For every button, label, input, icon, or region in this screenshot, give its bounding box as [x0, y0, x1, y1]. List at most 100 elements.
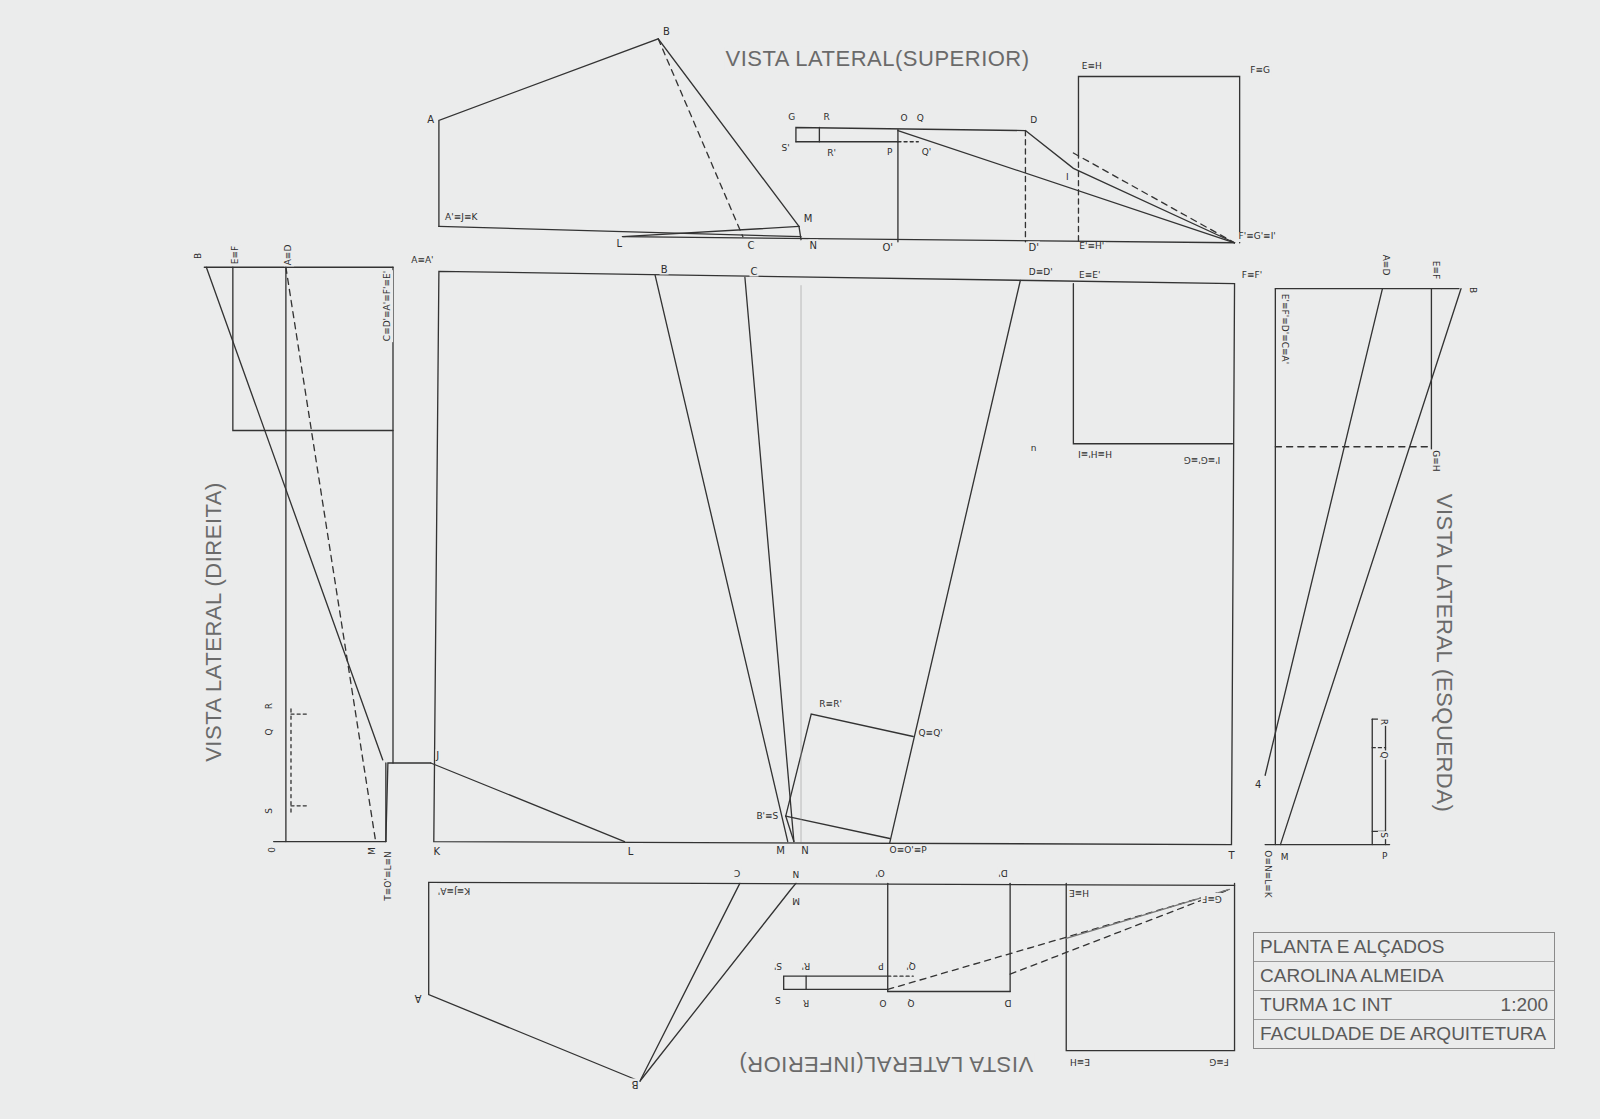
- point-label: A≡A': [410, 256, 434, 266]
- point-label: N: [809, 239, 818, 250]
- point-label: P: [877, 960, 884, 970]
- point-label: A'≡J≡K: [444, 213, 478, 223]
- point-label: B: [1467, 286, 1477, 294]
- point-label: M: [775, 845, 786, 856]
- point-label: D≡D': [1028, 269, 1054, 279]
- title-text: 1:200: [1501, 992, 1549, 1018]
- point-label: I: [1065, 173, 1070, 183]
- point-label: O≡N≡L≡K: [1262, 850, 1272, 899]
- point-label: A≡D: [284, 244, 294, 267]
- point-label: M: [803, 213, 814, 224]
- point-label: S: [265, 807, 275, 815]
- title-row: PLANTA E ALÇADOS: [1254, 933, 1554, 962]
- point-label: C: [750, 266, 759, 277]
- point-label: E'≡H': [1078, 242, 1105, 252]
- point-label: K≡J≡A': [437, 885, 471, 895]
- point-label: O: [878, 997, 887, 1007]
- title-row: FACULDADE DE ARQUITETURA: [1254, 1020, 1554, 1048]
- point-label: F'≡G'≡I': [1237, 232, 1276, 242]
- point-label: E≡H: [1069, 1056, 1091, 1066]
- point-label: Q: [1378, 751, 1388, 760]
- point-label: R: [802, 997, 810, 1007]
- point-label: O': [874, 867, 886, 877]
- point-label: K: [432, 846, 441, 857]
- point-label: S': [781, 144, 791, 154]
- point-label: F≡G: [1249, 66, 1271, 76]
- point-label: E≡E': [1078, 271, 1101, 281]
- point-label: T: [1228, 850, 1236, 861]
- point-label: 0: [269, 846, 279, 854]
- title-text: TURMA 1C INT: [1260, 992, 1392, 1018]
- point-label: H≡H'≡I: [1077, 448, 1113, 458]
- point-label: E≡F: [231, 245, 241, 265]
- point-label: A: [414, 992, 423, 1003]
- point-label: C: [747, 239, 756, 250]
- point-label: I'≡G'≡G: [1183, 454, 1222, 464]
- point-label: N: [792, 869, 801, 879]
- point-label: A: [426, 114, 435, 125]
- point-label: R: [822, 113, 830, 123]
- point-label: B: [630, 1078, 639, 1089]
- point-label: Q: [907, 997, 916, 1007]
- point-label: D: [1004, 997, 1013, 1007]
- view-title: VISTA LATERAL(INFERIOR): [738, 1052, 1034, 1076]
- point-label: N: [800, 845, 809, 856]
- point-label: G: [787, 113, 796, 123]
- title-text: CAROLINA ALMEIDA: [1260, 963, 1444, 989]
- point-label: C: [733, 867, 741, 877]
- view-title: VISTA LATERAL (ESQUERDA): [1432, 493, 1456, 813]
- point-label: M: [1280, 853, 1290, 863]
- point-label: E'≡F'≡D'≡C≡A': [1279, 292, 1289, 364]
- point-label: R≡R': [818, 700, 843, 710]
- point-label: E≡H: [1081, 62, 1103, 72]
- point-label: J: [435, 750, 440, 761]
- point-label: S': [772, 960, 782, 970]
- view-title: VISTA LATERAL(SUPERIOR): [725, 47, 1031, 71]
- point-label: G≡F: [1201, 893, 1223, 903]
- point-label: Q': [921, 148, 933, 158]
- point-label: B: [660, 264, 669, 275]
- point-label: P: [886, 148, 893, 158]
- point-label: R': [801, 960, 812, 970]
- point-label: Q: [265, 727, 275, 736]
- point-label: R: [265, 702, 275, 710]
- point-label: A≡D: [1380, 254, 1390, 277]
- point-label: O: [900, 114, 909, 124]
- point-label: B'≡S: [755, 812, 779, 822]
- plan-outline: [434, 271, 1235, 844]
- point-label: Q≡Q': [918, 729, 944, 739]
- point-label: S: [1378, 831, 1388, 839]
- title-row: TURMA 1C INT 1:200: [1254, 991, 1554, 1020]
- point-label: R: [1378, 718, 1388, 726]
- title-block: PLANTA E ALÇADOSCAROLINA ALMEIDATURMA 1C…: [1253, 932, 1555, 1049]
- point-label: F≡F': [1241, 271, 1263, 281]
- point-label: Q: [916, 114, 925, 124]
- point-label: E≡F: [1430, 260, 1440, 280]
- point-label: G≡H: [1430, 450, 1440, 473]
- point-label: B: [194, 252, 204, 260]
- point-label: O≡O'≡P: [889, 846, 928, 856]
- title-row: CAROLINA ALMEIDA: [1254, 962, 1554, 991]
- point-label: n: [1030, 444, 1038, 454]
- point-label: C≡D'≡A'≡F'≡E': [383, 270, 393, 342]
- point-label: T≡O'≡L≡N: [384, 850, 394, 901]
- point-label: L: [627, 846, 635, 857]
- point-label: H≡E: [1068, 887, 1090, 897]
- title-text: FACULDADE DE ARQUITETURA: [1260, 1021, 1546, 1047]
- point-label: D': [1027, 241, 1039, 252]
- point-label: L: [616, 237, 624, 248]
- point-label: D': [997, 867, 1008, 877]
- view-title: VISTA LATERAL (DIREITA): [202, 482, 226, 764]
- point-label: O': [881, 241, 894, 252]
- point-label: D: [1029, 116, 1038, 126]
- point-label: 4: [1254, 778, 1262, 789]
- point-label: S: [774, 994, 782, 1004]
- point-label: P: [1381, 852, 1388, 862]
- point-label: R': [826, 149, 837, 159]
- point-label: F≡G: [1209, 1056, 1231, 1066]
- point-label: M: [791, 895, 801, 905]
- point-label: B: [662, 25, 671, 36]
- point-label: M: [369, 846, 379, 856]
- title-text: PLANTA E ALÇADOS: [1260, 934, 1444, 960]
